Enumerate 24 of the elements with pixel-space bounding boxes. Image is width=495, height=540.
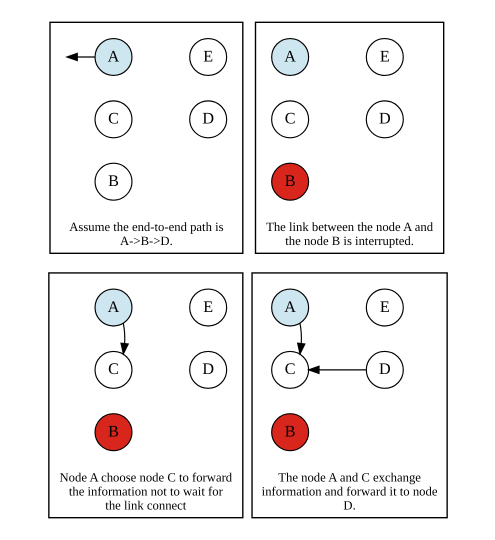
node-circle: B <box>270 413 309 452</box>
arrow <box>306 365 366 374</box>
node-circle: D <box>188 100 227 138</box>
node-circle: E <box>365 38 404 76</box>
node-circle: B <box>94 162 132 201</box>
node-circle: B <box>270 162 309 201</box>
node-circle: B <box>94 413 132 452</box>
node-circle: A <box>94 288 132 327</box>
node-circle: E <box>188 288 227 327</box>
node-circle: D <box>365 350 404 389</box>
node-circle: E <box>188 38 227 76</box>
node-circle: E <box>365 288 404 327</box>
arrow <box>120 323 129 356</box>
arrow <box>296 323 306 356</box>
arrow <box>64 52 94 62</box>
node-circle: C <box>94 350 132 389</box>
node-circle: C <box>270 350 309 389</box>
node-circle: C <box>270 100 309 138</box>
node-circle: D <box>365 100 404 138</box>
node-circle: A <box>270 38 309 76</box>
node-circle: C <box>94 100 132 138</box>
node-circle: D <box>188 350 227 389</box>
node-circle: A <box>94 38 132 76</box>
node-circle: A <box>270 288 309 327</box>
